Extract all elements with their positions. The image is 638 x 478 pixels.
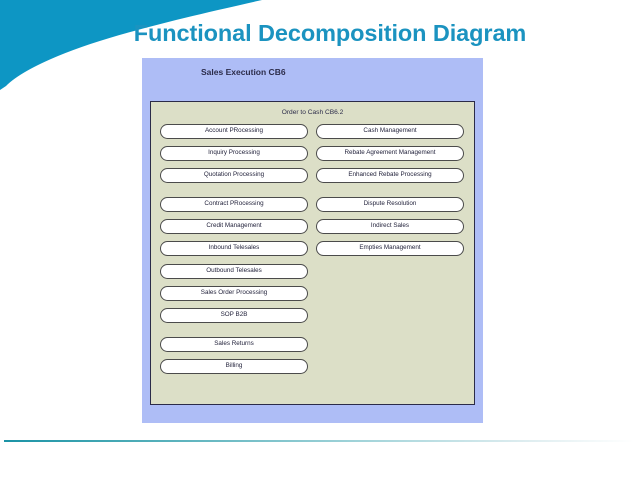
function-box[interactable]: Sales Order Processing <box>160 286 308 301</box>
function-box[interactable]: Quotation Processing <box>160 168 308 183</box>
outer-panel-sales-execution: Sales Execution CB6 Order to Cash CB6.2 … <box>142 58 483 423</box>
function-box-label: Sales Order Processing <box>200 289 268 297</box>
function-box-label: Outbound Telesales <box>206 267 262 275</box>
outer-panel-label: Sales Execution CB6 <box>201 67 286 77</box>
function-box[interactable]: Sales Returns <box>160 337 308 352</box>
function-box-label: Inbound Telesales <box>208 244 260 252</box>
function-box[interactable]: Inbound Telesales <box>160 241 308 256</box>
function-box[interactable]: Billing <box>160 359 308 374</box>
function-box[interactable]: Dispute Resolution <box>316 197 464 212</box>
function-box[interactable]: Rebate Agreement Management <box>316 146 464 161</box>
function-box[interactable]: Account PRocessing <box>160 124 308 139</box>
inner-panel-label: Order to Cash CB6.2 <box>281 109 344 116</box>
footer-divider <box>4 440 634 442</box>
function-box-label: Cash Management <box>363 127 417 135</box>
function-box-label: Rebate Agreement Management <box>344 149 436 157</box>
function-box-label: Enhanced Rebate Processing <box>348 171 432 179</box>
function-box[interactable]: Outbound Telesales <box>160 264 308 279</box>
function-box[interactable]: Indirect Sales <box>316 219 464 234</box>
function-box[interactable]: Cash Management <box>316 124 464 139</box>
function-box-label: Sales Returns <box>214 340 254 348</box>
function-box[interactable]: Inquiry Processing <box>160 146 308 161</box>
function-box-label: Dispute Resolution <box>363 200 417 208</box>
function-box-label: Credit Management <box>206 222 262 230</box>
function-box[interactable]: Empties Management <box>316 241 464 256</box>
function-box[interactable]: Contract PRocessing <box>160 197 308 212</box>
function-box-label: Empties Management <box>359 244 421 252</box>
function-box[interactable]: Enhanced Rebate Processing <box>316 168 464 183</box>
function-box-label: Quotation Processing <box>203 171 265 179</box>
function-box[interactable]: Credit Management <box>160 219 308 234</box>
function-box-label: Account PRocessing <box>204 127 264 135</box>
function-box[interactable]: SOP B2B <box>160 308 308 323</box>
header-swoosh-decoration <box>0 0 262 90</box>
function-box-label: Inquiry Processing <box>208 149 260 157</box>
function-box-label: Indirect Sales <box>370 222 410 230</box>
page-title: Functional Decomposition Diagram <box>133 20 527 46</box>
function-box-label: SOP B2B <box>220 311 248 319</box>
function-box-label: Billing <box>225 362 243 370</box>
function-box-label: Contract PRocessing <box>204 200 264 208</box>
